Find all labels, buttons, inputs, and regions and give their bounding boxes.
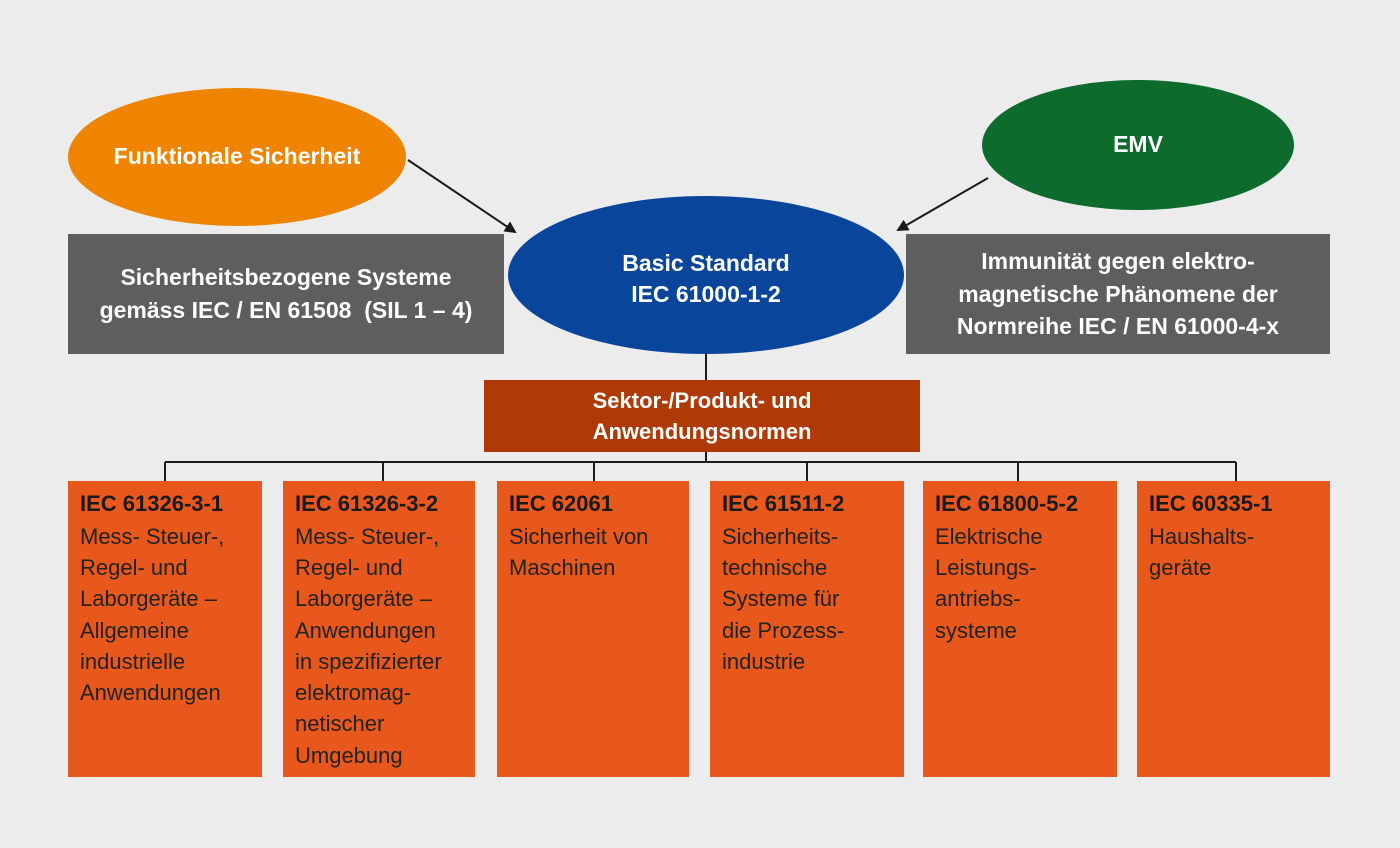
arrow-functional-to-basic (407, 159, 517, 234)
norm-line: Mess- Steuer-, (295, 524, 440, 549)
norm-line: Sicherheits- (722, 524, 839, 549)
norm-box-4: IEC 61511-2 Sicherheits- technische Syst… (710, 481, 904, 777)
immunity-line-3: Normreihe IEC / EN 61000-4-x (956, 313, 1280, 340)
norm-line: Laborgeräte – (80, 586, 217, 612)
basic-standard-ellipse: Basic Standard IEC 61000-1-2 (508, 196, 904, 354)
norm-description: Haushalts- geräte (1149, 521, 1320, 583)
norm-description: Mess- Steuer-, Regel- und Laborgeräte – … (295, 521, 465, 771)
norm-line: Sicherheit von (509, 524, 649, 549)
immunity-line-2: magnetische Phänomene der (958, 280, 1278, 307)
norm-line: Elektrische (935, 524, 1043, 549)
immunity-line-1: Immunität gegen elektro- (981, 248, 1255, 275)
norm-line: Umgebung (295, 742, 403, 768)
norm-line: technische (722, 555, 828, 581)
arrow-emv-to-basic (896, 177, 989, 232)
norm-box-3: IEC 62061 Sicherheit von Maschinen (497, 481, 689, 777)
immunity-box: Immunität gegen elektro- magnetische Phä… (906, 234, 1330, 354)
sector-line-1: Sektor-/Produkt- und (592, 387, 812, 413)
norm-line: die Prozess- (722, 617, 845, 643)
norm-line: industrielle (80, 648, 186, 674)
norm-line: Regel- und (80, 555, 188, 581)
norm-line: Leistungs- (935, 555, 1037, 581)
norm-box-5: IEC 61800-5-2 Elektrische Leistungs- ant… (923, 481, 1117, 777)
norm-box-1: IEC 61326-3-1 Mess- Steuer-, Regel- und … (68, 481, 262, 777)
sector-line-2: Anwendungsnormen (592, 419, 812, 444)
norm-line: Mess- Steuer-, (80, 524, 225, 549)
functional-safety-label: Funktionale Sicherheit (113, 143, 361, 170)
norm-line: Systeme für (722, 586, 840, 612)
norm-description: Sicherheit von Maschinen (509, 521, 679, 583)
norm-line: Haushalts- (1149, 524, 1255, 549)
norm-line: geräte (1149, 555, 1212, 581)
norm-code: IEC 61326-3-2 (295, 491, 439, 516)
norm-line: Allgemeine (80, 617, 189, 643)
norm-code: IEC 61511-2 (722, 491, 845, 516)
norm-code: IEC 61326-3-1 (80, 491, 224, 516)
norm-code: IEC 61800-5-2 (935, 491, 1079, 516)
norm-line: netischer (295, 711, 385, 737)
norm-line: elektromag- (295, 680, 412, 706)
norm-box-6: IEC 60335-1 Haushalts- geräte (1137, 481, 1330, 777)
norm-line: Laborgeräte – (295, 586, 432, 612)
norm-code: IEC 60335-1 (1149, 491, 1273, 516)
emv-ellipse: EMV (982, 80, 1294, 210)
norm-description: Mess- Steuer-, Regel- und Laborgeräte – … (80, 521, 252, 708)
safety-systems-box: Sicherheitsbezogene Systeme gemäss IEC /… (68, 234, 504, 354)
norm-line: Anwendungen (295, 617, 436, 643)
safety-systems-line-2: gemäss IEC / EN 61508 (SIL 1 – 4) (99, 297, 473, 323)
norm-line: industrie (722, 648, 806, 674)
emv-label: EMV (1113, 131, 1163, 158)
norm-line: Regel- und (295, 555, 403, 581)
basic-standard-line-1: Basic Standard (622, 250, 790, 276)
norm-code: IEC 62061 (509, 491, 613, 516)
sector-norms-box: Sektor-/Produkt- und Anwendungsnormen (484, 380, 920, 452)
norm-line: antriebs- (935, 586, 1021, 612)
norm-line: Anwendungen (80, 680, 221, 706)
safety-systems-line-1: Sicherheitsbezogene Systeme (120, 264, 452, 291)
norm-description: Sicherheits- technische Systeme für die … (722, 521, 894, 677)
norm-line: in spezifizierter (295, 648, 442, 674)
norm-line: systeme (935, 617, 1017, 643)
norm-box-2: IEC 61326-3-2 Mess- Steuer-, Regel- und … (283, 481, 475, 777)
functional-safety-ellipse: Funktionale Sicherheit (68, 88, 406, 226)
norm-line: Maschinen (509, 555, 616, 581)
norm-description: Elektrische Leistungs- antriebs- systeme (935, 521, 1107, 646)
basic-standard-line-2: IEC 61000-1-2 (631, 281, 781, 308)
